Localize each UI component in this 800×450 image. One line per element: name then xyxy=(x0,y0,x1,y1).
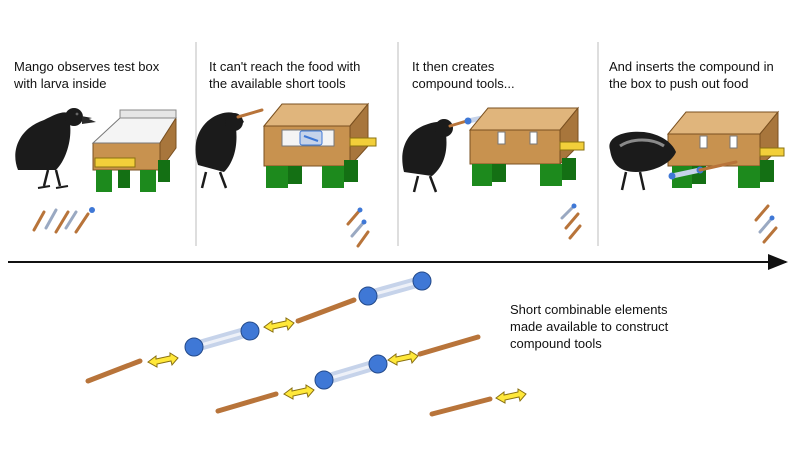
panel-4-scene xyxy=(609,110,785,244)
connect-arrow xyxy=(283,384,315,400)
panel-3-scene xyxy=(402,106,585,240)
panel-4-caption: And inserts the compound in the box to p… xyxy=(609,59,774,91)
stick-element xyxy=(85,358,143,384)
connector-ball xyxy=(368,354,388,374)
panel-1-scene xyxy=(15,108,177,234)
combinable-elements xyxy=(85,271,527,417)
connector-ball xyxy=(358,286,378,306)
panel-2-caption: It can't reach the food with the availab… xyxy=(209,59,361,91)
crow-2 xyxy=(195,108,264,189)
test-box-1 xyxy=(91,109,177,192)
connect-arrow xyxy=(263,317,295,333)
connector-ball xyxy=(184,337,204,357)
stick-element xyxy=(215,391,279,414)
stick-element xyxy=(295,297,357,324)
short-tools-4 xyxy=(754,204,778,244)
connect-arrow xyxy=(147,352,179,368)
panel-2-scene xyxy=(195,102,377,248)
connector-ball xyxy=(314,370,334,390)
short-tools-1 xyxy=(32,207,95,234)
panel-1-caption: Mango observes test box with larva insid… xyxy=(14,59,160,91)
short-tools-3 xyxy=(560,203,582,240)
connect-arrow xyxy=(387,350,419,366)
stick-element xyxy=(429,396,493,417)
connect-arrow xyxy=(495,388,527,404)
elements-caption: Short combinable elements made available… xyxy=(510,302,669,351)
crow-3 xyxy=(402,118,472,193)
connector-ball xyxy=(412,271,432,291)
short-tools-2 xyxy=(346,207,370,248)
test-box-3 xyxy=(468,106,585,186)
panel-3-caption: It then creates compound tools... xyxy=(412,59,515,91)
compound-tool-4 xyxy=(668,160,738,180)
crow-1 xyxy=(15,108,96,189)
connector-ball xyxy=(240,321,260,341)
test-box-2 xyxy=(262,102,377,188)
stick-element xyxy=(417,334,481,357)
test-box-4 xyxy=(666,110,785,188)
crow-4 xyxy=(609,131,676,191)
